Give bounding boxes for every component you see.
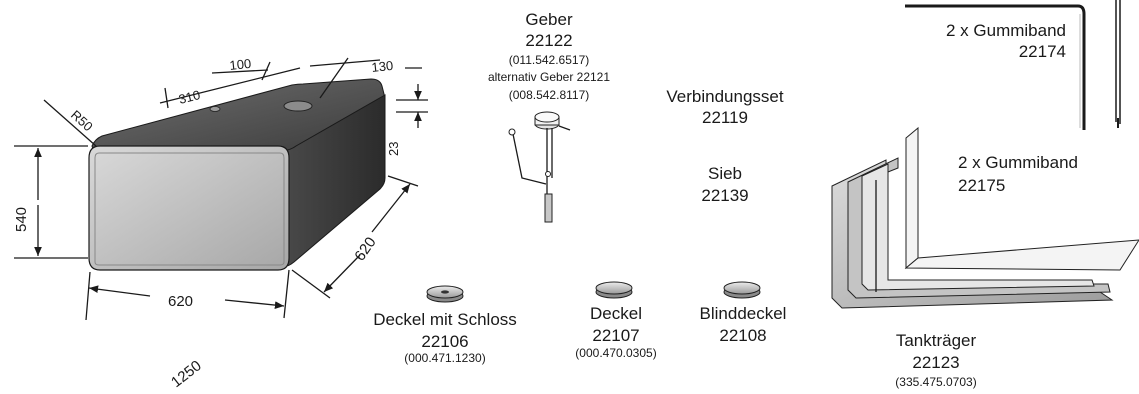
dim-23: 23 (386, 142, 401, 156)
tank-carrier-title: Tankträger (896, 331, 977, 350)
tank-front-face (88, 145, 290, 271)
tank-dimension-lines (14, 57, 428, 321)
lid-lock-number: 22106 (421, 332, 468, 351)
blind-lid-drawing (723, 281, 761, 299)
lid-number: 22107 (592, 326, 639, 345)
rubber-band-2-title: 2 x Gummiband (958, 153, 1078, 172)
dim-100: 100 (229, 56, 252, 73)
rubber-band-1-drawing (905, 0, 1121, 130)
connection-set-title: Verbindungsset (666, 87, 783, 106)
connection-set-number: 22119 (702, 108, 748, 127)
dim-r50: R50 (68, 107, 96, 134)
lid-lock-ref: (000.471.1230) (404, 351, 485, 365)
lid-title: Deckel (590, 304, 642, 323)
tank-carrier-drawing (831, 157, 1114, 309)
lid-with-lock-drawing (426, 285, 464, 303)
lid-drawing (595, 281, 633, 299)
rubber-band-1-number: 22174 (1019, 42, 1066, 61)
blind-lid-title: Blinddeckel (700, 304, 787, 323)
tank-carrier-ref: (335.475.0703) (895, 375, 976, 389)
sender-drawing (508, 111, 571, 223)
tank-drawing: 100 130 310 R50 23 540 620 620 1250 (13, 56, 428, 391)
lid-lock-title: Deckel mit Schloss (373, 310, 517, 329)
dim-310: 310 (177, 87, 202, 107)
sender-ref: (011.542.6517) (509, 53, 590, 67)
rubber-band-2-number: 22175 (958, 176, 1005, 195)
tank-carrier-number: 22123 (912, 353, 959, 372)
dim-130: 130 (371, 58, 394, 75)
dim-1250: 1250 (168, 357, 205, 391)
tank-front-edge (94, 152, 285, 266)
dim-540: 540 (13, 207, 30, 232)
tank-filler-opening (283, 100, 313, 112)
sender-number: 22122 (525, 31, 572, 50)
sender-alt-ref: (008.542.8117) (509, 88, 590, 102)
strainer-number: 22139 (701, 186, 748, 205)
sender-alt: alternativ Geber 22121 (488, 70, 610, 84)
dim-620-front: 620 (168, 293, 193, 310)
rubber-band-1-title: 2 x Gummiband (946, 21, 1066, 40)
blind-lid-number: 22108 (719, 326, 766, 345)
rubber-band-2-drawing (904, 126, 1139, 271)
sender-title: Geber (525, 10, 573, 29)
lid-ref: (000.470.0305) (575, 346, 656, 360)
tank-sender-opening (209, 106, 221, 112)
strainer-title: Sieb (708, 164, 742, 183)
